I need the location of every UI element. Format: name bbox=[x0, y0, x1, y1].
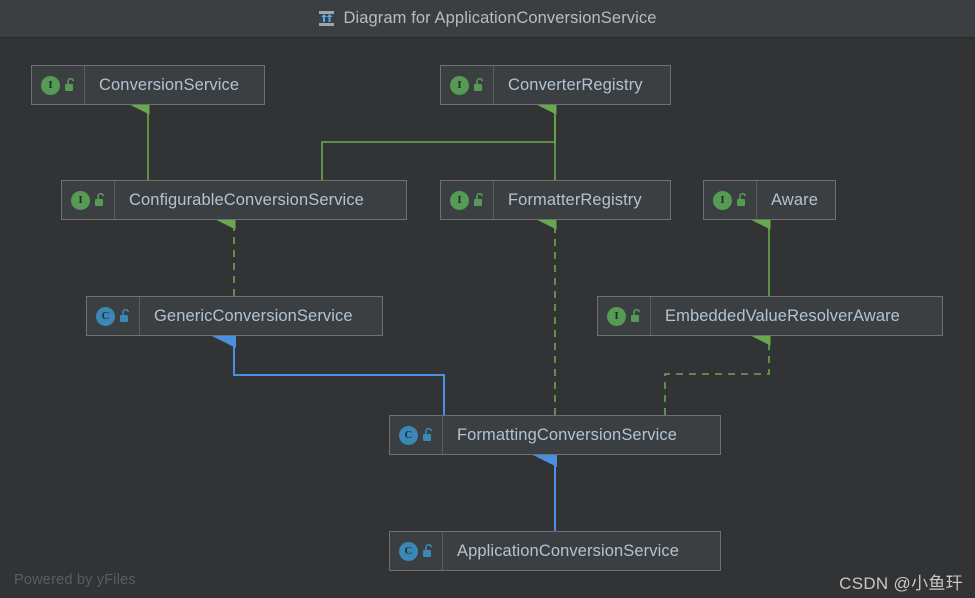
node-badges: I bbox=[704, 181, 757, 219]
public-unlocked-padlock-icon bbox=[64, 78, 77, 92]
window-title: Diagram for ApplicationConversionService bbox=[343, 9, 657, 27]
public-unlocked-padlock-icon bbox=[422, 544, 435, 558]
node-badges: I bbox=[32, 66, 85, 104]
node-badges: C bbox=[390, 416, 443, 454]
node-label: ApplicationConversionService bbox=[457, 541, 679, 560]
public-unlocked-padlock-icon bbox=[119, 309, 132, 323]
node-ApplicationConversionService[interactable]: C ApplicationConversionService bbox=[389, 531, 721, 571]
node-label: ConversionService bbox=[99, 75, 240, 94]
class-badge-icon: C bbox=[96, 306, 115, 326]
csdn-watermark: CSDN @小鱼玕 bbox=[839, 574, 963, 593]
node-ConverterRegistry[interactable]: I ConverterRegistry bbox=[440, 65, 671, 105]
window-titlebar: Diagram for ApplicationConversionService bbox=[0, 0, 975, 38]
edge-FormattingConversionService-to-EmbeddedValueResolverAware bbox=[664, 326, 771, 415]
interface-badge-icon: I bbox=[41, 75, 60, 95]
node-badges: I bbox=[441, 181, 494, 219]
edge-FormattingConversionService-to-GenericConversionService bbox=[212, 324, 445, 415]
node-EmbeddedValueResolverAware[interactable]: I EmbeddedValueResolverAware bbox=[597, 296, 943, 336]
public-unlocked-padlock-icon bbox=[422, 428, 435, 442]
node-badges: I bbox=[598, 297, 651, 335]
interface-badge-icon: I bbox=[71, 190, 90, 210]
interface-badge-icon: I bbox=[713, 190, 732, 210]
node-ConfigurableConversionService[interactable]: I ConfigurableConversionService bbox=[61, 180, 407, 220]
node-ConversionService[interactable]: I ConversionService bbox=[31, 65, 265, 105]
node-label: ConfigurableConversionService bbox=[129, 190, 364, 209]
node-badges: C bbox=[390, 532, 443, 570]
node-badges: C bbox=[87, 297, 140, 335]
interface-badge-icon: I bbox=[450, 75, 469, 95]
node-badges: I bbox=[62, 181, 115, 219]
uml-diagram-icon bbox=[318, 10, 335, 27]
node-FormatterRegistry[interactable]: I FormatterRegistry bbox=[440, 180, 671, 220]
node-label: GenericConversionService bbox=[154, 306, 353, 325]
node-badges: I bbox=[441, 66, 494, 104]
public-unlocked-padlock-icon bbox=[473, 193, 486, 207]
node-label: FormatterRegistry bbox=[508, 190, 642, 209]
node-label: Aware bbox=[771, 190, 818, 209]
public-unlocked-padlock-icon bbox=[736, 193, 749, 207]
class-badge-icon: C bbox=[399, 425, 418, 445]
interface-badge-icon: I bbox=[450, 190, 469, 210]
yfiles-watermark: Powered by yFiles bbox=[14, 572, 136, 588]
edge-ConfigurableConversionService-to-ConverterRegistry bbox=[321, 95, 557, 180]
node-FormattingConversionService[interactable]: C FormattingConversionService bbox=[389, 415, 721, 455]
public-unlocked-padlock-icon bbox=[94, 193, 107, 207]
node-label: ConverterRegistry bbox=[508, 75, 643, 94]
interface-badge-icon: I bbox=[607, 306, 626, 326]
public-unlocked-padlock-icon bbox=[630, 309, 643, 323]
node-label: FormattingConversionService bbox=[457, 425, 678, 444]
node-label: EmbeddedValueResolverAware bbox=[665, 306, 900, 325]
node-Aware[interactable]: I Aware bbox=[703, 180, 836, 220]
public-unlocked-padlock-icon bbox=[473, 78, 486, 92]
node-GenericConversionService[interactable]: C GenericConversionService bbox=[86, 296, 383, 336]
class-badge-icon: C bbox=[399, 541, 418, 561]
